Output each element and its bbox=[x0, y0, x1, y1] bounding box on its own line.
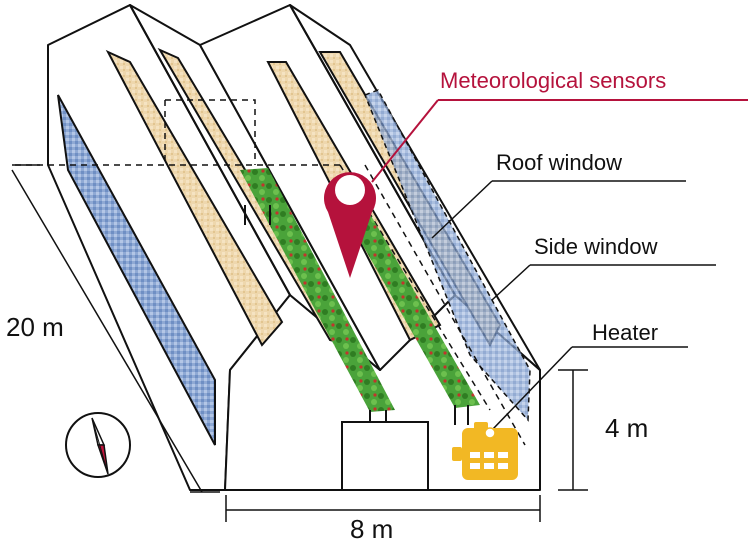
width-label: 8 m bbox=[350, 514, 393, 544]
length-label: 20 m bbox=[6, 312, 64, 342]
sensor-group: Meteorological sensors bbox=[324, 68, 748, 278]
heater-label: Heater bbox=[592, 320, 658, 345]
compass-icon bbox=[65, 412, 131, 478]
side-window-label: Side window bbox=[534, 234, 658, 259]
door bbox=[341, 421, 429, 491]
heater-icon bbox=[452, 422, 518, 480]
side-window-right bbox=[364, 89, 531, 422]
plant-row-left bbox=[240, 168, 395, 412]
plant-row-right bbox=[340, 200, 480, 408]
sensor-leader-line bbox=[371, 99, 439, 183]
height-dimension bbox=[558, 369, 588, 491]
heater-callout: Heater bbox=[491, 320, 688, 431]
plant-rows bbox=[240, 168, 480, 412]
length-dimension bbox=[11, 164, 220, 493]
side-window-callout: Side window bbox=[491, 234, 716, 301]
location-pin-icon bbox=[324, 172, 376, 278]
location-pin-center bbox=[335, 175, 365, 205]
width-dimension bbox=[225, 495, 541, 522]
side-window-left bbox=[57, 94, 216, 446]
height-label: 4 m bbox=[605, 413, 648, 443]
roof-window-1 bbox=[105, 49, 284, 347]
sensors-label: Meteorological sensors bbox=[440, 68, 666, 93]
roof-window-label: Roof window bbox=[496, 150, 622, 175]
roof-window-callout: Roof window bbox=[431, 150, 686, 239]
